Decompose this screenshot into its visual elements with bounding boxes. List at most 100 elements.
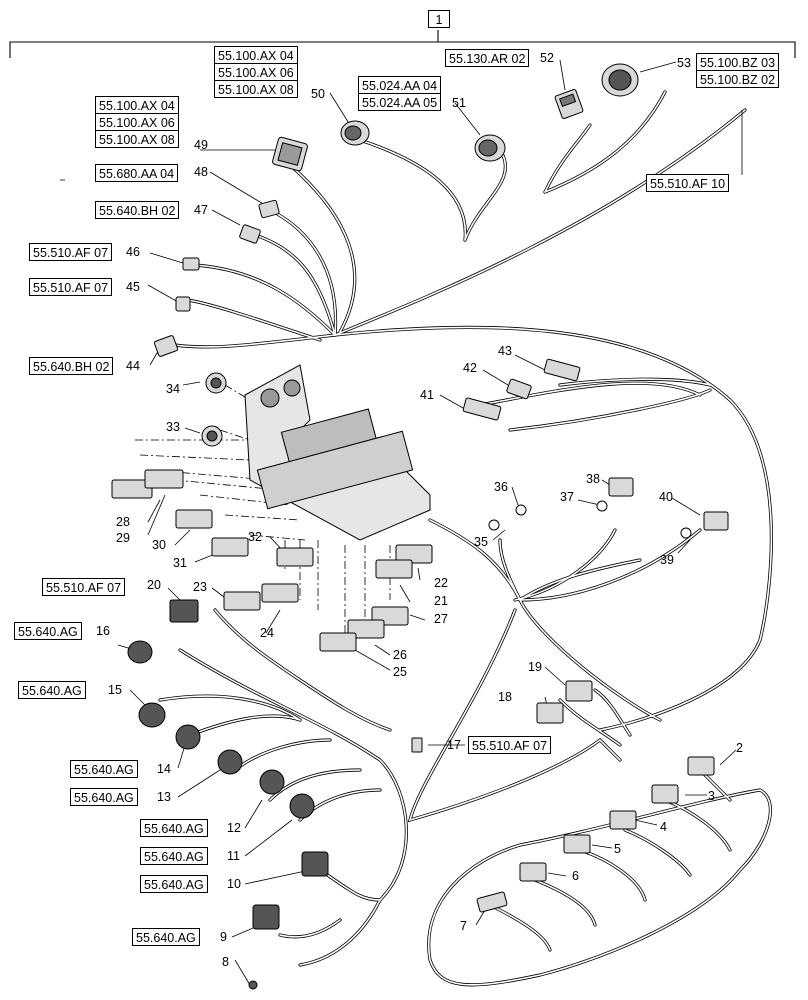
callout-35: 35 [474, 535, 488, 549]
connector-13 [217, 749, 243, 775]
connector-26 [347, 619, 385, 639]
callout-42: 42 [463, 361, 477, 375]
callout-53: 53 [677, 56, 691, 70]
connector-53 [601, 63, 639, 97]
callout-14: 14 [157, 762, 171, 776]
connector-17 [411, 737, 423, 753]
callout-45: 45 [126, 280, 140, 294]
connector-40 [703, 511, 729, 531]
connector-18 [536, 702, 564, 724]
callout-16: 16 [96, 624, 110, 638]
callout-9: 9 [220, 930, 227, 944]
reference-box-47: 55.640.BH 02 [95, 201, 180, 219]
reference-box-harness: 55.510.AF 10 [646, 174, 730, 192]
connector-48 [258, 199, 280, 219]
callout-43: 43 [498, 344, 512, 358]
connector-47 [239, 224, 261, 244]
callout-2: 2 [736, 741, 743, 755]
connector-22 [395, 544, 433, 564]
connector-23 [223, 591, 261, 611]
callout-3: 3 [708, 789, 715, 803]
callout-24: 24 [260, 626, 274, 640]
ring-terminal-36 [515, 504, 527, 516]
connector-21 [375, 559, 413, 579]
callout-44: 44 [126, 359, 140, 373]
connector-41 [462, 397, 502, 421]
fuse-box [244, 364, 431, 541]
callout-30: 30 [152, 538, 166, 552]
callout-20: 20 [147, 578, 161, 592]
connector-46 [182, 257, 200, 271]
ring-terminal-37 [596, 500, 608, 512]
ring-terminal-35 [488, 519, 500, 531]
reference-box-12: 55.640.AG [140, 819, 208, 837]
ring-terminal-39 [680, 527, 692, 539]
reference-box-44: 55.640.BH 02 [29, 357, 114, 375]
reference-box-48: 55.680.AA 04 [95, 164, 179, 182]
reference-label: 55.640.AG [14, 622, 82, 640]
callout-31: 31 [173, 556, 187, 570]
callout-37: 37 [560, 490, 574, 504]
callout-25: 25 [393, 665, 407, 679]
grommet-34 [205, 372, 227, 394]
callout-21: 21 [434, 594, 448, 608]
reference-box-16: 55.640.AG [14, 622, 82, 640]
callout-28: 28 [116, 515, 130, 529]
terminal-8 [248, 980, 258, 990]
callout-48: 48 [194, 165, 208, 179]
reference-label: 55.640.AG [140, 847, 208, 865]
reference-box-14: 55.640.AG [70, 760, 138, 778]
reference-box-9: 55.640.AG [132, 928, 200, 946]
reference-label: 55.100.AX 08 [95, 130, 179, 148]
callout-50: 50 [311, 87, 325, 101]
reference-box-15: 55.640.AG [18, 681, 86, 699]
assembly-bracket [9, 41, 796, 58]
reference-label: 55.024.AA 05 [358, 93, 442, 111]
reference-label: 55.100.AX 06 [95, 113, 179, 131]
callout-47: 47 [194, 203, 208, 217]
reference-box-17: 55.510.AF 07 [468, 736, 552, 754]
reference-box-52: 55.130.AR 02 [445, 49, 530, 67]
callout-17: 17 [447, 738, 461, 752]
reference-label: 55.100.BZ 02 [696, 70, 780, 88]
reference-label: 55.640.AG [70, 788, 138, 806]
connector-28 [111, 479, 153, 499]
reference-label: 55.100.AX 08 [214, 80, 298, 98]
connector-38 [608, 477, 634, 497]
connector-2 [687, 756, 715, 776]
callout-18: 18 [498, 690, 512, 704]
connector-25 [319, 632, 357, 652]
reference-label: 55.510.AF 10 [646, 174, 730, 192]
callout-36: 36 [494, 480, 508, 494]
reference-label: 55.640.AG [140, 875, 208, 893]
harness-wires [158, 90, 773, 987]
reference-label: 55.510.AF 07 [29, 243, 113, 261]
reference-box-50: 55.100.AX 04 55.100.AX 06 55.100.AX 08 [214, 46, 298, 98]
reference-box-51: 55.024.AA 04 55.024.AA 05 [358, 76, 442, 111]
connector-19 [565, 680, 593, 702]
connector-14 [175, 724, 201, 750]
connector-9 [252, 904, 280, 930]
reference-label: 55.640.AG [132, 928, 200, 946]
callout-26: 26 [393, 648, 407, 662]
connector-31 [211, 537, 249, 557]
connector-15 [138, 702, 166, 728]
callout-13: 13 [157, 790, 171, 804]
callout-5: 5 [614, 842, 621, 856]
callout-33: 33 [166, 420, 180, 434]
reference-label: 55.640.AG [70, 760, 138, 778]
reference-label: 55.100.BZ 03 [696, 53, 780, 71]
callout-6: 6 [572, 869, 579, 883]
callout-34: 34 [166, 382, 180, 396]
connector-3 [651, 784, 679, 804]
reference-label: 55.024.AA 04 [358, 76, 442, 94]
callout-10: 10 [227, 877, 241, 891]
reference-box-45: 55.510.AF 07 [29, 278, 113, 296]
callout-23: 23 [193, 580, 207, 594]
callout-40: 40 [659, 490, 673, 504]
reference-label: 55.130.AR 02 [445, 49, 530, 67]
connector-6 [519, 862, 547, 882]
connector-12 [259, 769, 285, 795]
connector-45 [175, 296, 191, 312]
